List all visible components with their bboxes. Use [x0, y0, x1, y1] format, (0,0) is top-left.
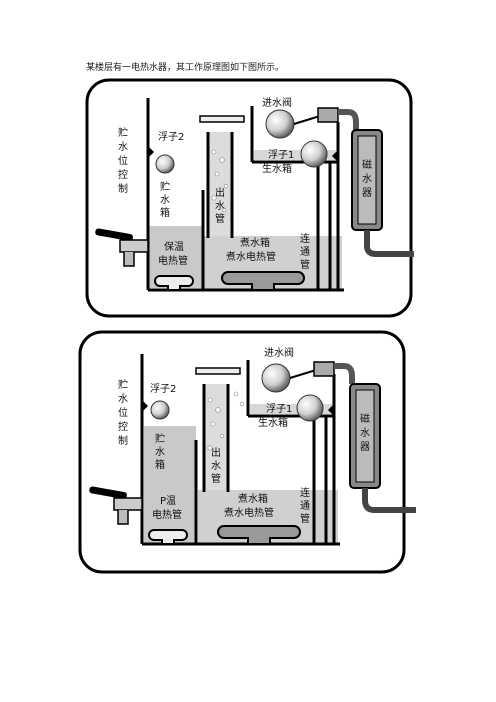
- op-char-3: 管: [211, 472, 221, 485]
- op-char-3: 管: [215, 212, 225, 225]
- storage-level-control-label: 贮 水 位 控 制: [118, 126, 128, 195]
- inlet-float-ball: [265, 109, 295, 139]
- op-char-2: 水: [211, 460, 221, 472]
- float2-label: 浮子2: [158, 131, 184, 143]
- raw-tank-water: [250, 404, 332, 414]
- storage-tank-label: 贮 水 箱: [155, 432, 165, 471]
- warm-label: 保温: [164, 240, 184, 253]
- outlet-pipe-label: 出 水 管: [211, 446, 221, 485]
- float2-label: 浮子2: [150, 383, 176, 395]
- slc-char-5: 制: [118, 182, 128, 195]
- slc-char-1: 贮: [118, 378, 128, 391]
- cp-char-1: 连: [300, 486, 310, 499]
- slc-char-2: 水: [118, 141, 128, 153]
- float2-ball: [150, 400, 170, 420]
- warm-label: P温: [160, 495, 176, 507]
- slc-char-3: 位: [118, 406, 128, 419]
- slc-char-1: 贮: [118, 126, 128, 139]
- water-heater-diagram-1: 进水阀 浮子2 浮子1 生水箱 贮 水 位 控 制 贮 水 箱 出 水 管 磁 …: [0, 78, 496, 326]
- slc-char-3: 位: [118, 154, 128, 167]
- slc-char-5: 制: [118, 434, 128, 447]
- inlet-float-ball: [261, 363, 291, 393]
- inlet-valve-body: [317, 107, 339, 123]
- raw-tank-label: 生水箱: [258, 416, 288, 429]
- water-heater-diagram-2: 进水阀 浮子2 浮子1 生水箱 贮 水 位 控 制 贮 水 箱 出 水 管 磁 …: [0, 330, 496, 578]
- st-char-3: 箱: [160, 206, 170, 219]
- warm-heater-label: 电热管: [152, 508, 182, 521]
- mg-char-3: 器: [360, 441, 370, 453]
- float1-ball: [300, 140, 328, 168]
- boil-tank-label: 煮水箱: [240, 236, 270, 249]
- slc-char-2: 水: [118, 393, 128, 405]
- storage-tank-label: 贮 水 箱: [160, 180, 170, 219]
- warm-heater-coil: [148, 529, 188, 545]
- st-char-2: 水: [155, 446, 165, 458]
- boil-tank-label: 煮水箱: [238, 492, 268, 505]
- st-char-2: 水: [160, 194, 170, 206]
- connecting-pipe-label: 连 通 管: [300, 232, 310, 271]
- st-char-3: 箱: [155, 458, 165, 471]
- raw-tank-water: [254, 150, 336, 160]
- mg-char-1: 磁: [360, 412, 370, 425]
- magnetizer-label: 磁 水 器: [362, 158, 372, 199]
- op-char-1: 出: [215, 186, 225, 199]
- st-char-1: 贮: [155, 432, 165, 445]
- slc-char-4: 控: [118, 168, 128, 181]
- warm-heater-coil: [154, 275, 194, 291]
- inlet-valve-body: [313, 361, 335, 377]
- faucet[interactable]: [95, 228, 149, 267]
- outlet-cap: [199, 115, 245, 123]
- float2-ball: [155, 154, 175, 174]
- cp-char-2: 通: [300, 246, 310, 258]
- cp-char-3: 管: [300, 258, 310, 271]
- connecting-pipe-label: 连 通 管: [300, 486, 310, 525]
- boil-heater-label: 煮水电热管: [224, 506, 274, 519]
- float1-ball: [296, 394, 324, 422]
- storage-level-control-label: 贮 水 位 控 制: [118, 378, 128, 447]
- outlet-pipe-water: [204, 384, 228, 490]
- slc-char-4: 控: [118, 420, 128, 433]
- boil-heater-label: 煮水电热管: [226, 250, 276, 263]
- outlet-cap: [195, 367, 241, 375]
- mg-char-3: 器: [362, 187, 372, 199]
- inlet-valve-label: 进水阀: [262, 96, 292, 109]
- float1-label: 浮子1: [266, 403, 292, 415]
- boil-heater-coil: [217, 525, 301, 545]
- outlet-pipe-label: 出 水 管: [215, 186, 225, 225]
- st-char-1: 贮: [160, 180, 170, 193]
- cp-char-3: 管: [300, 512, 310, 525]
- mg-char-1: 磁: [362, 158, 372, 171]
- cp-char-1: 连: [300, 232, 310, 245]
- storage-water: [144, 426, 196, 544]
- warm-heater-label: 电热管: [158, 254, 188, 267]
- op-char-2: 水: [215, 200, 225, 212]
- outlet-pipe-water: [208, 132, 232, 236]
- mg-char-2: 水: [360, 427, 370, 439]
- intro-text: 某楼层有一电热水器，其工作原理图如下图所示。: [86, 63, 285, 73]
- magnetizer-label: 磁 水 器: [360, 412, 370, 453]
- float1-label: 浮子1: [268, 149, 294, 161]
- inlet-valve-label: 进水阀: [264, 346, 294, 359]
- boil-heater-coil: [221, 271, 305, 291]
- faucet[interactable]: [89, 486, 143, 525]
- mg-char-2: 水: [362, 173, 372, 185]
- cp-char-2: 通: [300, 500, 310, 512]
- raw-tank-label: 生水箱: [262, 162, 292, 175]
- op-char-1: 出: [211, 446, 221, 459]
